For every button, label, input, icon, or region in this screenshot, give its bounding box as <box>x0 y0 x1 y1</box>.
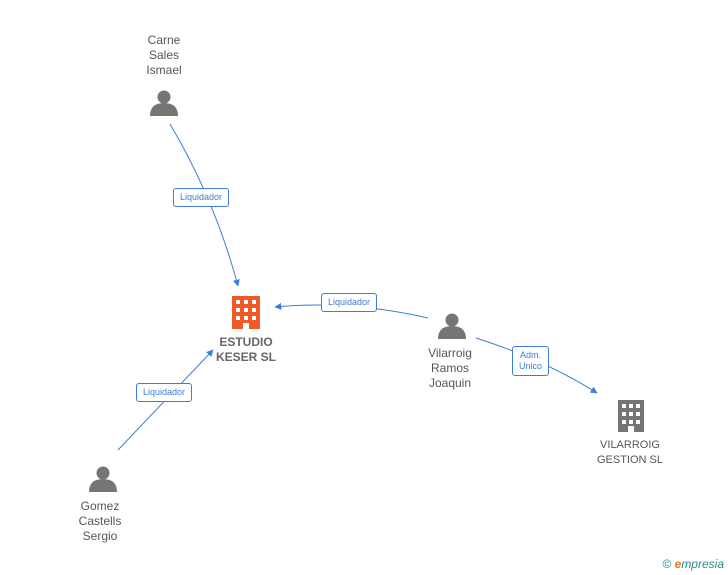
node-label-vilarroig-ramos-joaquin[interactable]: Vilarroig Ramos Joaquin <box>410 346 490 391</box>
edge-label-adm-unico: Adm. Unico <box>512 346 550 376</box>
node-label-line: Vilarroig <box>428 346 472 360</box>
node-label-line: VILARROIG <box>600 439 660 451</box>
building-icon <box>618 400 644 432</box>
edge-label-text: Liquidador <box>143 387 186 397</box>
edge-label-liquidador: Liquidador <box>321 293 378 312</box>
brand-name: mpresia <box>681 557 724 571</box>
edge-label-liquidador: Liquidador <box>136 383 193 402</box>
person-icon <box>89 466 117 492</box>
node-label-gomez-castells-sergio[interactable]: Gomez Castells Sergio <box>60 499 140 544</box>
copyright-symbol: © <box>662 557 672 571</box>
node-label-line: Ramos <box>430 361 469 375</box>
node-label-vilarroig-gestion[interactable]: VILARROIG GESTION SL <box>585 438 675 468</box>
edge-label-text: Adm. <box>520 350 542 360</box>
node-label-line: Joaquin <box>428 376 472 390</box>
node-label-line: Carne <box>147 33 181 47</box>
node-label-line: Ismael <box>146 63 182 77</box>
edge-label-liquidador: Liquidador <box>173 188 230 207</box>
brand-initial: e <box>674 557 682 571</box>
edge-label-text: Liquidador <box>180 192 223 202</box>
node-label-line: Sales <box>148 48 180 62</box>
node-label-line: Castells <box>78 514 122 528</box>
node-label-line: GESTION SL <box>596 454 664 466</box>
person-icon <box>150 90 178 116</box>
node-label-line: KESER SL <box>215 350 276 364</box>
node-label-carne-sales-ismael[interactable]: Carne Sales Ismael <box>124 33 204 78</box>
footer-brand: © empresia <box>662 557 724 571</box>
edge-label-text: Liquidador <box>328 297 371 307</box>
building-icon <box>232 296 260 329</box>
node-label-estudio-keser[interactable]: ESTUDIO KESER SL <box>196 335 296 365</box>
node-label-line: Gomez <box>80 499 120 513</box>
edge-label-text: Unico <box>519 361 543 371</box>
person-icon <box>438 313 466 339</box>
node-label-line: ESTUDIO <box>219 335 273 349</box>
node-label-line: Sergio <box>82 529 118 543</box>
